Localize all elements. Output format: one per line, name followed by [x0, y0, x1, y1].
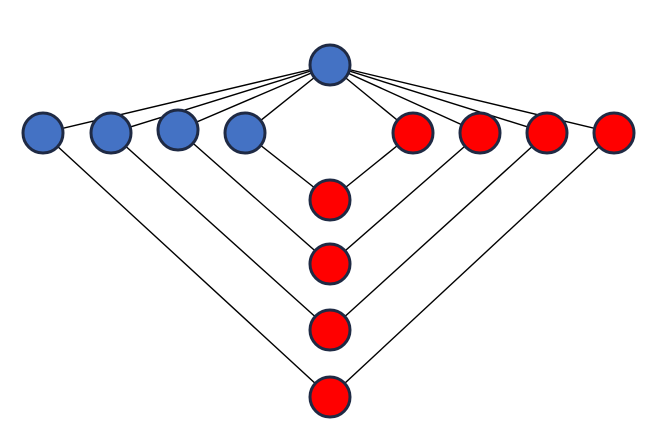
edge-top-r2: [329, 64, 481, 134]
node-b3: [156, 108, 200, 152]
edge-b1-m4: [42, 132, 331, 398]
edge-top-b1: [42, 64, 331, 134]
edge-top-b2: [110, 64, 331, 134]
edge-top-r4: [329, 64, 615, 134]
node-m4: [308, 375, 352, 419]
edge-top-r3: [329, 64, 548, 134]
node-b4: [223, 111, 267, 155]
edge-b3-m2: [177, 129, 331, 265]
node-m1: [308, 178, 352, 222]
edge-r4-m4: [329, 132, 615, 398]
node-b1: [21, 111, 65, 155]
edge-r3-m3: [329, 132, 548, 331]
node-r4: [592, 111, 636, 155]
node-layer: [21, 43, 636, 419]
edge-b2-m3: [110, 132, 331, 331]
node-top: [308, 43, 352, 87]
node-r3: [525, 111, 569, 155]
edge-r2-m2: [329, 132, 481, 265]
node-r1: [391, 111, 435, 155]
node-m3: [308, 308, 352, 352]
node-b2: [89, 111, 133, 155]
node-m2: [308, 242, 352, 286]
node-r2: [458, 111, 502, 155]
edge-top-b3: [177, 64, 331, 131]
